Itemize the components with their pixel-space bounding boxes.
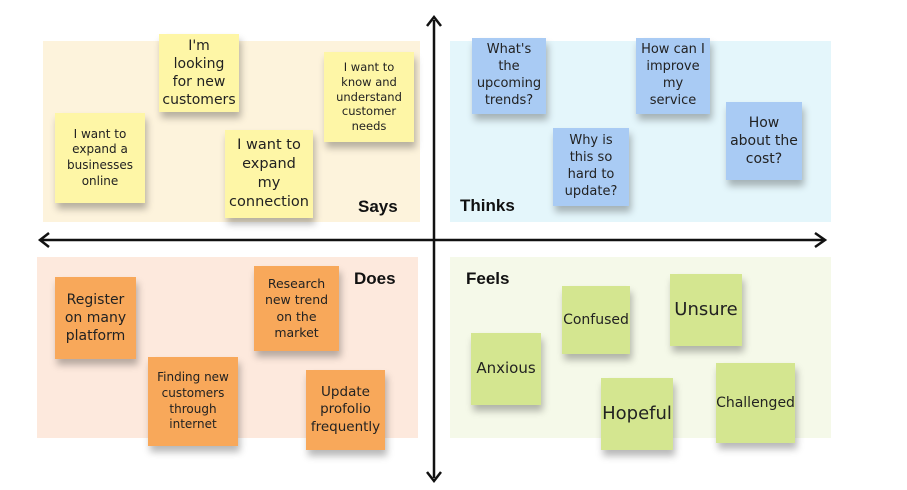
- sticky-note[interactable]: How about the cost?: [726, 102, 802, 180]
- sticky-note[interactable]: What's the upcoming trends?: [472, 38, 546, 114]
- right-arrowhead: [814, 231, 828, 249]
- sticky-note[interactable]: Anxious: [471, 333, 541, 405]
- sticky-note[interactable]: Confused: [562, 286, 630, 354]
- does-label: Does: [354, 269, 396, 288]
- sticky-note[interactable]: Hopeful: [601, 378, 673, 450]
- thinks-label: Thinks: [460, 196, 515, 215]
- sticky-note[interactable]: I want to expand a businesses online: [55, 113, 145, 203]
- sticky-note[interactable]: Unsure: [670, 274, 742, 346]
- feels-label: Feels: [466, 269, 510, 288]
- sticky-note[interactable]: Register on many platform: [55, 277, 136, 359]
- sticky-note[interactable]: How can I improve my service: [636, 38, 710, 114]
- sticky-note[interactable]: I want to know and understand customer n…: [324, 52, 414, 142]
- says-label: Says: [358, 197, 398, 216]
- sticky-note[interactable]: Update profolio frequently: [306, 370, 385, 450]
- top-arrowhead: [426, 14, 442, 27]
- bottom-arrowhead: [426, 471, 442, 484]
- sticky-note[interactable]: Challenged: [716, 363, 795, 443]
- sticky-note[interactable]: Research new trend on the market: [254, 266, 339, 351]
- left-arrowhead: [37, 232, 50, 248]
- sticky-note[interactable]: Finding new customers through internet: [148, 357, 238, 446]
- sticky-note[interactable]: I want to expand my connection: [225, 130, 313, 218]
- sticky-note[interactable]: I'm looking for new customers: [159, 34, 239, 112]
- sticky-note[interactable]: Why is this so hard to update?: [553, 128, 629, 206]
